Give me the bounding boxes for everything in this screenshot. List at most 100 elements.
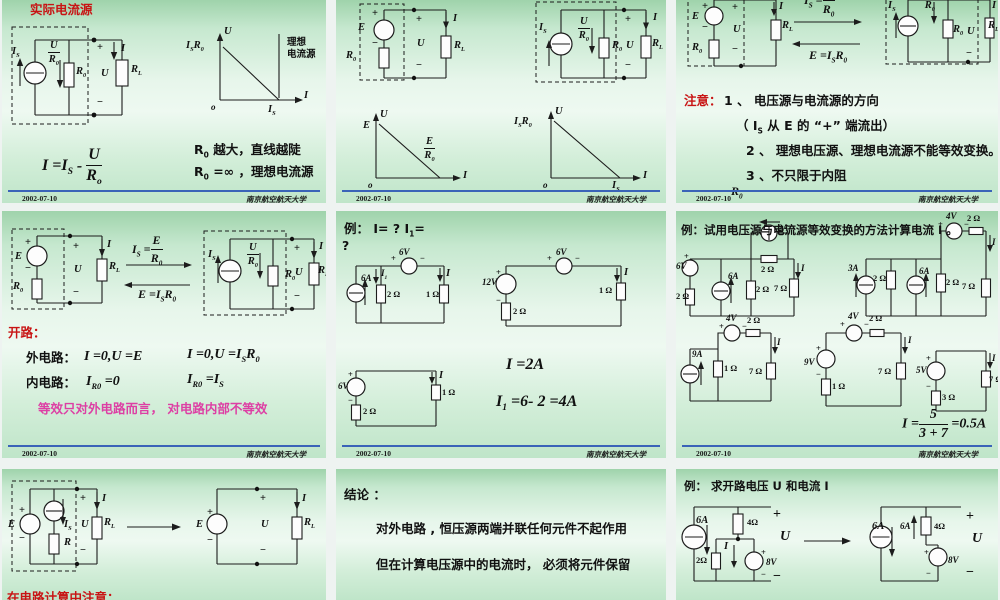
graph-u-axis-label: U — [224, 26, 232, 37]
label-u-b: U — [967, 26, 975, 37]
label-6v-c: 6V — [338, 381, 349, 391]
transform-arrow — [127, 523, 181, 531]
label-rl: RL — [782, 20, 793, 34]
note-r0-ideal: R0 =∞ ，理想电流源 — [194, 164, 314, 182]
resistor-symbol — [732, 513, 744, 535]
plus-sign-b: + — [80, 493, 86, 504]
dashed-source-box — [203, 230, 287, 316]
c4-plus: + — [816, 343, 821, 353]
minus-sign: − — [372, 38, 378, 49]
slide-title: 实际电流源 — [30, 2, 93, 17]
c4-2ohm: 2 Ω — [869, 313, 883, 323]
c5-minus: − — [926, 381, 931, 391]
c1-2ohm-b: 2 Ω — [756, 284, 770, 294]
junction-dots — [91, 37, 97, 118]
c4-9v: 9V — [804, 357, 815, 367]
footer-date: 2002-07-10 — [22, 449, 57, 458]
slide-6[interactable]: 2002-07-10 南京航空航天大学 例：试用电压源与电流源等效变换的方法计算… — [676, 211, 998, 458]
resistor-symbol — [48, 533, 60, 555]
c4-minus-b: − — [864, 319, 869, 329]
wires-right — [880, 506, 961, 582]
resistor-symbol — [375, 284, 387, 304]
s5-circuit-diagram — [346, 257, 627, 427]
label-e: E — [692, 11, 700, 22]
dashed-source-box — [11, 228, 65, 310]
label-r: R — [64, 537, 72, 548]
label-i-b: I — [624, 267, 629, 278]
plus-8v: + — [761, 547, 766, 557]
c1-plus: + — [684, 251, 689, 261]
resistor-symbol — [984, 17, 995, 39]
label-8v: 8V — [766, 557, 777, 567]
slide-3[interactable]: 2002-07-10 南京航空航天大学 +E−R0+U−RLIIS =ER0E … — [676, 0, 998, 203]
conversion-formula-right: IS =ER0 — [804, 0, 835, 18]
label-1ohm-a: 1 Ω — [426, 289, 440, 299]
plus-sign-b: + — [416, 14, 422, 25]
label-is: IS — [64, 519, 72, 533]
voltage-source-symbol — [926, 361, 946, 381]
resistor-symbol — [267, 265, 279, 287]
c2-4v: 4V — [946, 211, 957, 221]
graph-o-right: o — [543, 180, 548, 190]
minus-sign-b: − — [80, 545, 86, 556]
resistor-symbol — [63, 62, 75, 88]
s7-circuit-diagram — [11, 480, 303, 572]
voltage-source-symbol — [400, 257, 418, 275]
label-rl-b: RL — [318, 265, 326, 278]
label-e: E — [8, 519, 16, 530]
minus-sign-c: − — [625, 60, 631, 71]
resistor-symbol — [942, 19, 954, 39]
wires — [693, 506, 771, 582]
wires — [383, 9, 447, 79]
minus-sign-d: − — [260, 545, 266, 556]
label-i-b: I — [302, 493, 307, 504]
circuit-4 — [816, 324, 908, 407]
resistor-symbol — [765, 362, 777, 380]
label-4ohm: 4Ω — [747, 517, 759, 527]
slide-footer: 2002-07-10 南京航空航天大学 — [8, 445, 320, 458]
plus-sign-c: + — [625, 14, 631, 25]
label-i: I — [107, 239, 112, 250]
c5-5v: 5V — [916, 365, 927, 375]
s6-circuit-diagram — [680, 219, 993, 412]
label-r0: R0 — [346, 50, 357, 64]
graph-is-label: IS — [268, 104, 276, 118]
resistor-symbol — [980, 370, 992, 388]
slide-8[interactable]: 结论 ：对外电路 , 恒压源两端并联任何元件不起作用但在计算电压源中的电流时， … — [336, 469, 666, 600]
footer-date: 2002-07-10 — [696, 194, 731, 203]
dashed-source-box — [359, 3, 405, 81]
slide-footer: 2002-07-10 南京航空航天大学 — [342, 190, 660, 203]
graph-u-right: U — [555, 106, 563, 117]
voltage-source-symbol — [26, 245, 48, 267]
label-rl: RL — [109, 261, 120, 275]
plus-c: + — [547, 253, 552, 263]
circuit-a — [346, 257, 450, 324]
minus-sign-b: − — [732, 44, 738, 55]
c2-2ohm-c: 2 Ω — [967, 213, 981, 223]
resistor-symbol — [820, 378, 832, 396]
arrows — [443, 12, 449, 29]
wires-right — [907, 0, 991, 63]
label-r0-b: R0 — [612, 40, 623, 54]
s3-circuit-diagram — [687, 0, 995, 69]
label-r0: R0 — [692, 42, 703, 56]
s9-circuit-diagram — [681, 506, 961, 582]
arrows — [771, 2, 862, 47]
c5-7ohm: 7 Ω — [989, 374, 998, 384]
dashed-source-box — [535, 1, 617, 83]
resistor-symbol — [291, 516, 303, 540]
vi-graph-left — [373, 113, 461, 181]
circuit-1 — [681, 219, 801, 317]
label-u-b: U — [261, 519, 269, 530]
note-head: 注意： — [684, 93, 722, 108]
footer-school: 南京航空航天大学 — [246, 195, 306, 203]
resistor-symbol — [438, 284, 450, 304]
label-is: IS — [12, 46, 20, 60]
